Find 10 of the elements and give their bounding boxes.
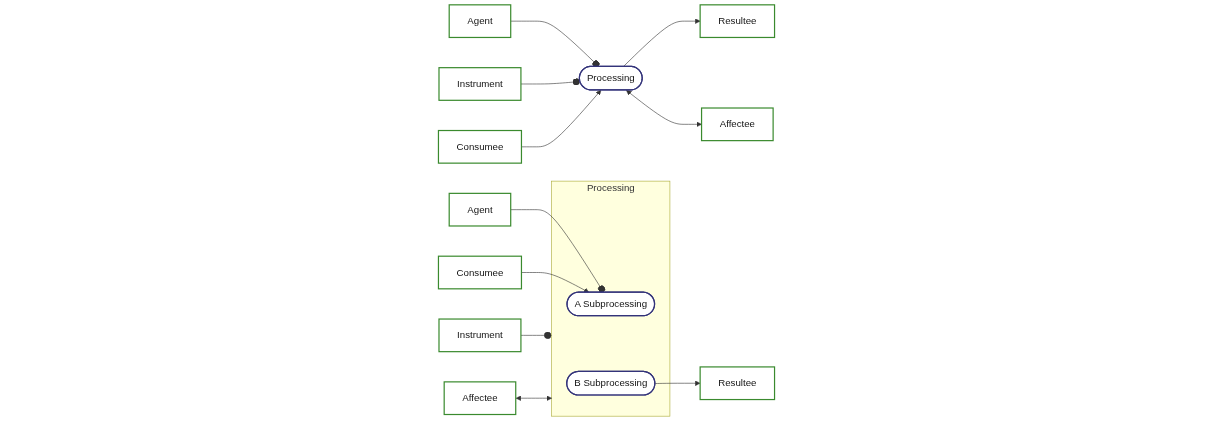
node-box: Instrument (438, 318, 522, 353)
node-box: Resultee (699, 366, 776, 401)
node-box: Affectee (443, 381, 517, 416)
node-box: Instrument (438, 67, 522, 101)
node-box: Consumee (437, 255, 523, 290)
node-box: Agent (448, 192, 512, 227)
node-box: Consumee (437, 129, 523, 164)
node-box: Affectee (700, 107, 774, 142)
node-box: Resultee (699, 4, 776, 39)
node-box: Agent (448, 4, 512, 39)
